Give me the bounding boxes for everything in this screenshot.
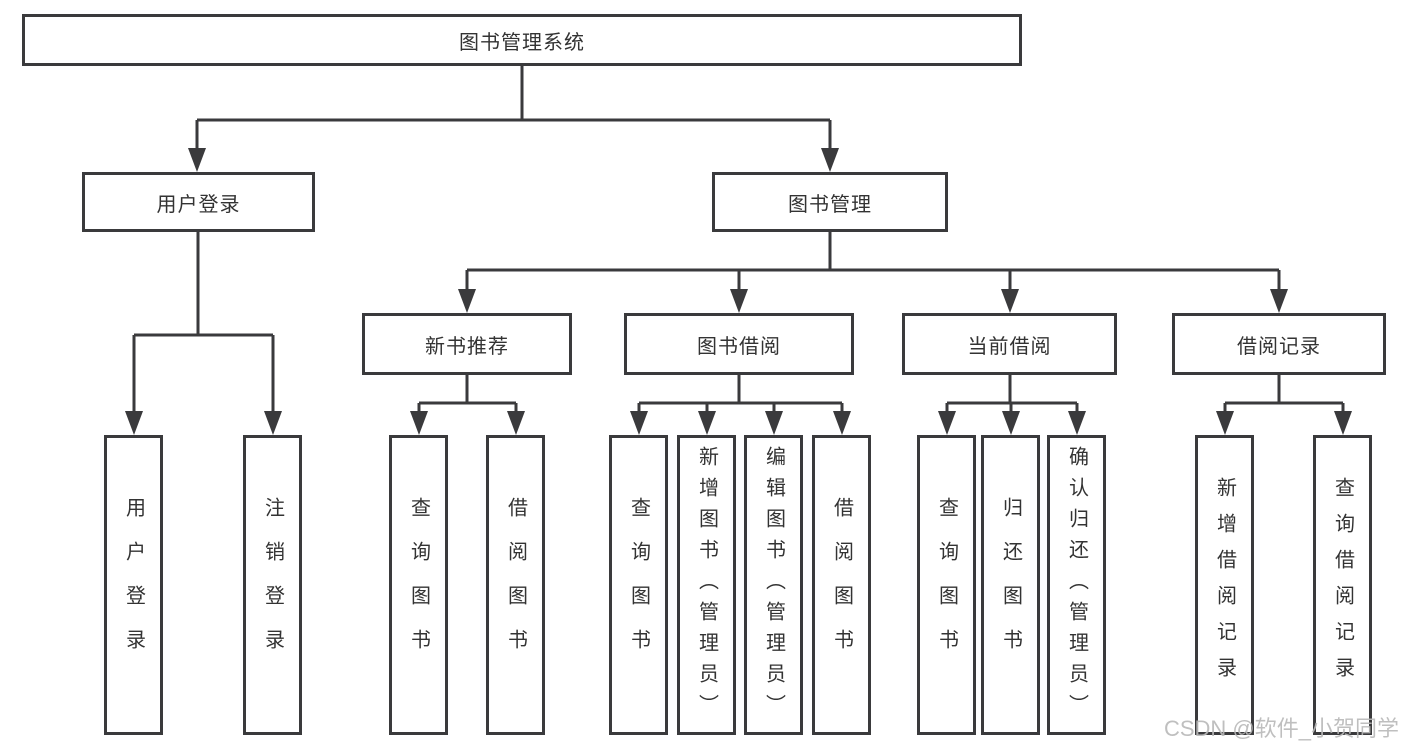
connector-book-borrow-children xyxy=(630,375,851,435)
leaf-bb-borrow-books: 借阅图书 xyxy=(812,435,871,735)
node-new-book-recommend-label: 新书推荐 xyxy=(425,335,509,358)
leaf-bb-borrow-books-label: 借阅图书 xyxy=(830,497,853,673)
leaf-rec-query-books: 查询图书 xyxy=(389,435,448,735)
leaf-user-login-label: 用户登录 xyxy=(122,497,145,673)
leaf-bb-edit-books-admin-label: 编辑图书（管理员） xyxy=(762,445,785,725)
leaf-logout: 注销登录 xyxy=(243,435,302,735)
connector-borrow-records-children xyxy=(1216,375,1352,435)
leaf-bb-query-books: 查询图书 xyxy=(609,435,668,735)
leaf-br-add-record: 新增借阅记录 xyxy=(1195,435,1254,735)
leaf-cb-return-books: 归还图书 xyxy=(981,435,1040,735)
node-current-borrowing-label: 当前借阅 xyxy=(967,335,1052,358)
connector-user-login-children xyxy=(125,232,282,435)
leaf-bb-add-books-admin: 新增图书（管理员） xyxy=(677,435,736,735)
leaf-logout-label: 注销登录 xyxy=(261,497,284,673)
leaf-cb-return-books-label: 归还图书 xyxy=(999,497,1022,673)
leaf-rec-borrow-books-label: 借阅图书 xyxy=(504,497,527,673)
node-current-borrowing: 当前借阅 xyxy=(902,313,1117,375)
node-book-borrowing-label: 图书借阅 xyxy=(697,335,781,358)
leaf-cb-query-books-label: 查询图书 xyxy=(935,497,958,673)
leaf-rec-query-books-label: 查询图书 xyxy=(407,497,430,673)
leaf-cb-query-books: 查询图书 xyxy=(917,435,976,735)
node-user-login: 用户登录 xyxy=(82,172,315,232)
node-user-login-label: 用户登录 xyxy=(156,193,241,216)
connector-current-borrow-children xyxy=(938,375,1086,435)
node-library-system: 图书管理系统 xyxy=(22,14,1022,66)
leaf-cb-confirm-return-admin-label: 确认归还（管理员） xyxy=(1065,445,1088,725)
node-borrow-records: 借阅记录 xyxy=(1172,313,1386,375)
node-borrow-records-label: 借阅记录 xyxy=(1237,335,1321,358)
leaf-rec-borrow-books: 借阅图书 xyxy=(486,435,545,735)
node-book-management: 图书管理 xyxy=(712,172,948,232)
leaf-cb-confirm-return-admin: 确认归还（管理员） xyxy=(1047,435,1106,735)
leaf-br-query-record-label: 查询借阅记录 xyxy=(1331,477,1354,693)
node-book-borrowing: 图书借阅 xyxy=(624,313,854,375)
leaf-br-add-record-label: 新增借阅记录 xyxy=(1213,477,1236,693)
leaf-user-login: 用户登录 xyxy=(104,435,163,735)
node-library-system-label: 图书管理系统 xyxy=(459,31,585,54)
leaf-bb-edit-books-admin: 编辑图书（管理员） xyxy=(744,435,803,735)
node-new-book-recommend: 新书推荐 xyxy=(362,313,572,375)
connector-book-mgmt-children xyxy=(458,232,1288,313)
connector-root-to-level2 xyxy=(188,66,839,172)
leaf-br-query-record: 查询借阅记录 xyxy=(1313,435,1372,735)
csdn-watermark: CSDN @软件_小贺同学 xyxy=(1163,716,1399,741)
leaf-bb-add-books-admin-label: 新增图书（管理员） xyxy=(695,445,718,725)
node-book-management-label: 图书管理 xyxy=(788,193,872,216)
leaf-bb-query-books-label: 查询图书 xyxy=(627,497,650,673)
connector-new-book-rec-children xyxy=(410,375,525,435)
